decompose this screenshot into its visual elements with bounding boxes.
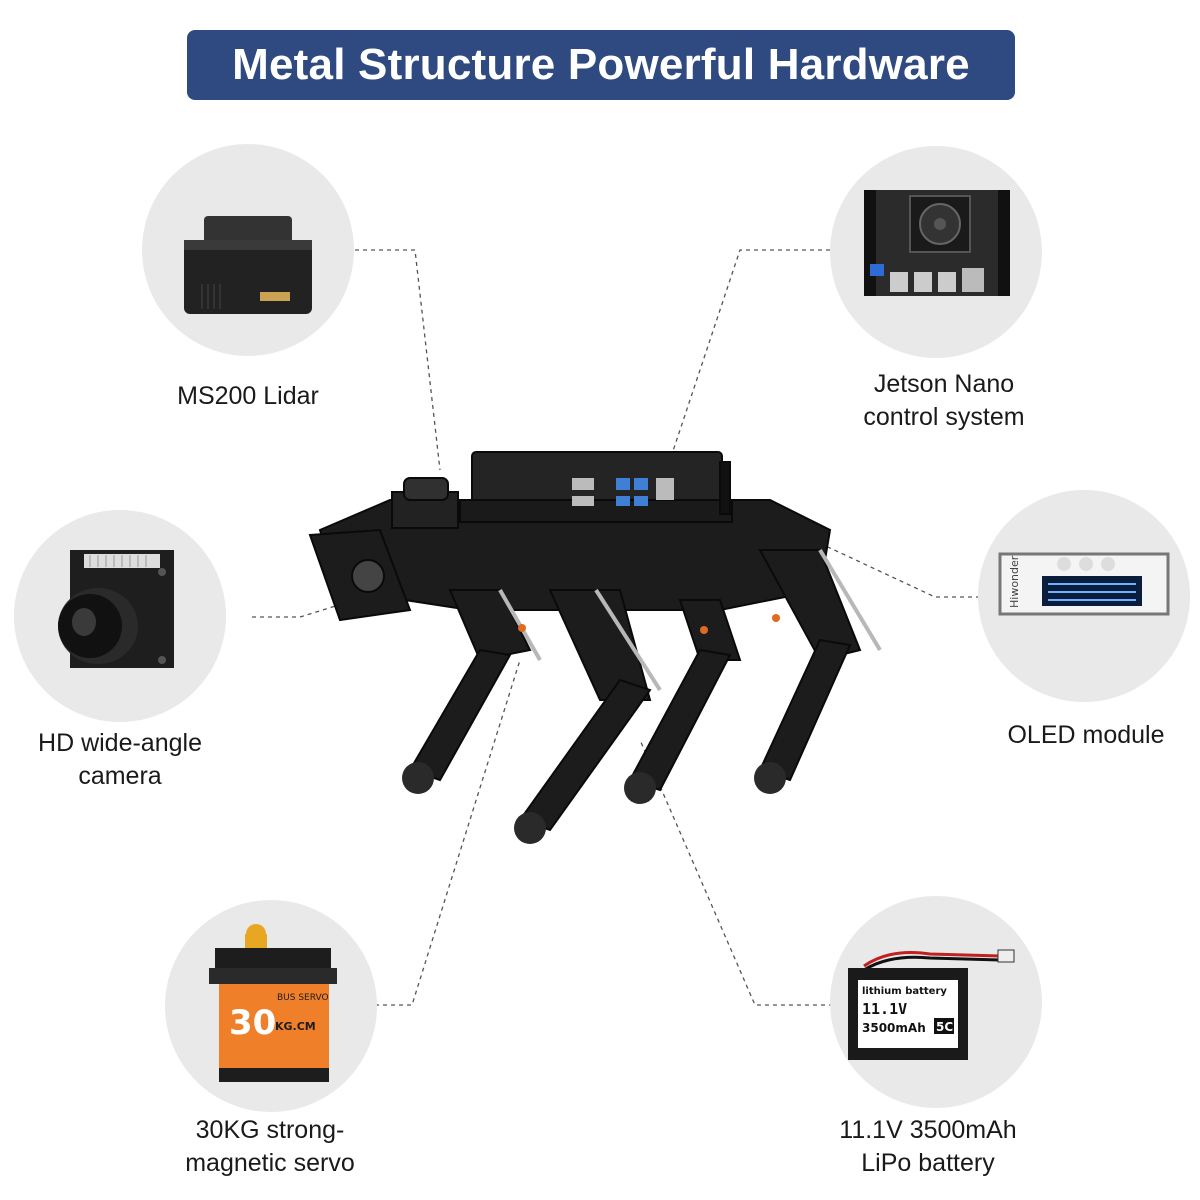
battery-sticker-voltage: 11.1V: [862, 1000, 907, 1018]
servo-label: 30KG strong- magnetic servo: [185, 1116, 355, 1177]
camera-module-icon: [58, 550, 174, 668]
servo-badge-text: BUS SERVO: [277, 993, 329, 1003]
jetson-board-icon: [864, 190, 1010, 296]
oled-module-icon: Hiwonder: [998, 552, 1170, 616]
servo-badge-unit: KG.CM: [275, 1020, 316, 1033]
battery-icon: lithium battery 11.1V 3500mAh 5C: [848, 949, 1015, 1060]
servo-circle: 30 KG.CM BUS SERVO: [165, 900, 377, 1112]
oled-label: OLED module: [1007, 721, 1165, 749]
robot-dog-illustration: [308, 451, 882, 844]
title-banner: Metal Structure Powerful Hardware: [187, 30, 1015, 100]
lidar-circle: [142, 144, 354, 356]
oled-brand-text: Hiwonder: [1008, 555, 1021, 608]
battery-sticker-title: lithium battery: [862, 986, 947, 997]
jetson-label: Jetson Nano control system: [863, 370, 1025, 431]
leader-line-jetson: [669, 249, 830, 461]
leader-line-camera: [252, 599, 356, 618]
battery-label: 11.1V 3500mAh LiPo battery: [839, 1116, 1017, 1177]
page-title: Metal Structure Powerful Hardware: [232, 40, 970, 89]
servo-badge-number: 30: [229, 1003, 276, 1043]
jetson-circle: [830, 146, 1042, 358]
oled-circle: Hiwonder: [978, 490, 1190, 702]
leader-line-battery: [639, 739, 833, 1006]
lidar-label: MS200 Lidar: [177, 382, 319, 410]
battery-sticker-rate: 5C: [936, 1020, 953, 1034]
servo-icon: 30 KG.CM BUS SERVO: [209, 924, 337, 1082]
camera-circle: [14, 510, 226, 722]
lidar-icon: [184, 216, 312, 314]
battery-sticker-capacity: 3500mAh: [862, 1021, 926, 1035]
leader-line-lidar: [355, 249, 441, 471]
camera-label: HD wide-angle camera: [38, 729, 202, 790]
battery-circle: lithium battery 11.1V 3500mAh 5C: [830, 896, 1042, 1108]
